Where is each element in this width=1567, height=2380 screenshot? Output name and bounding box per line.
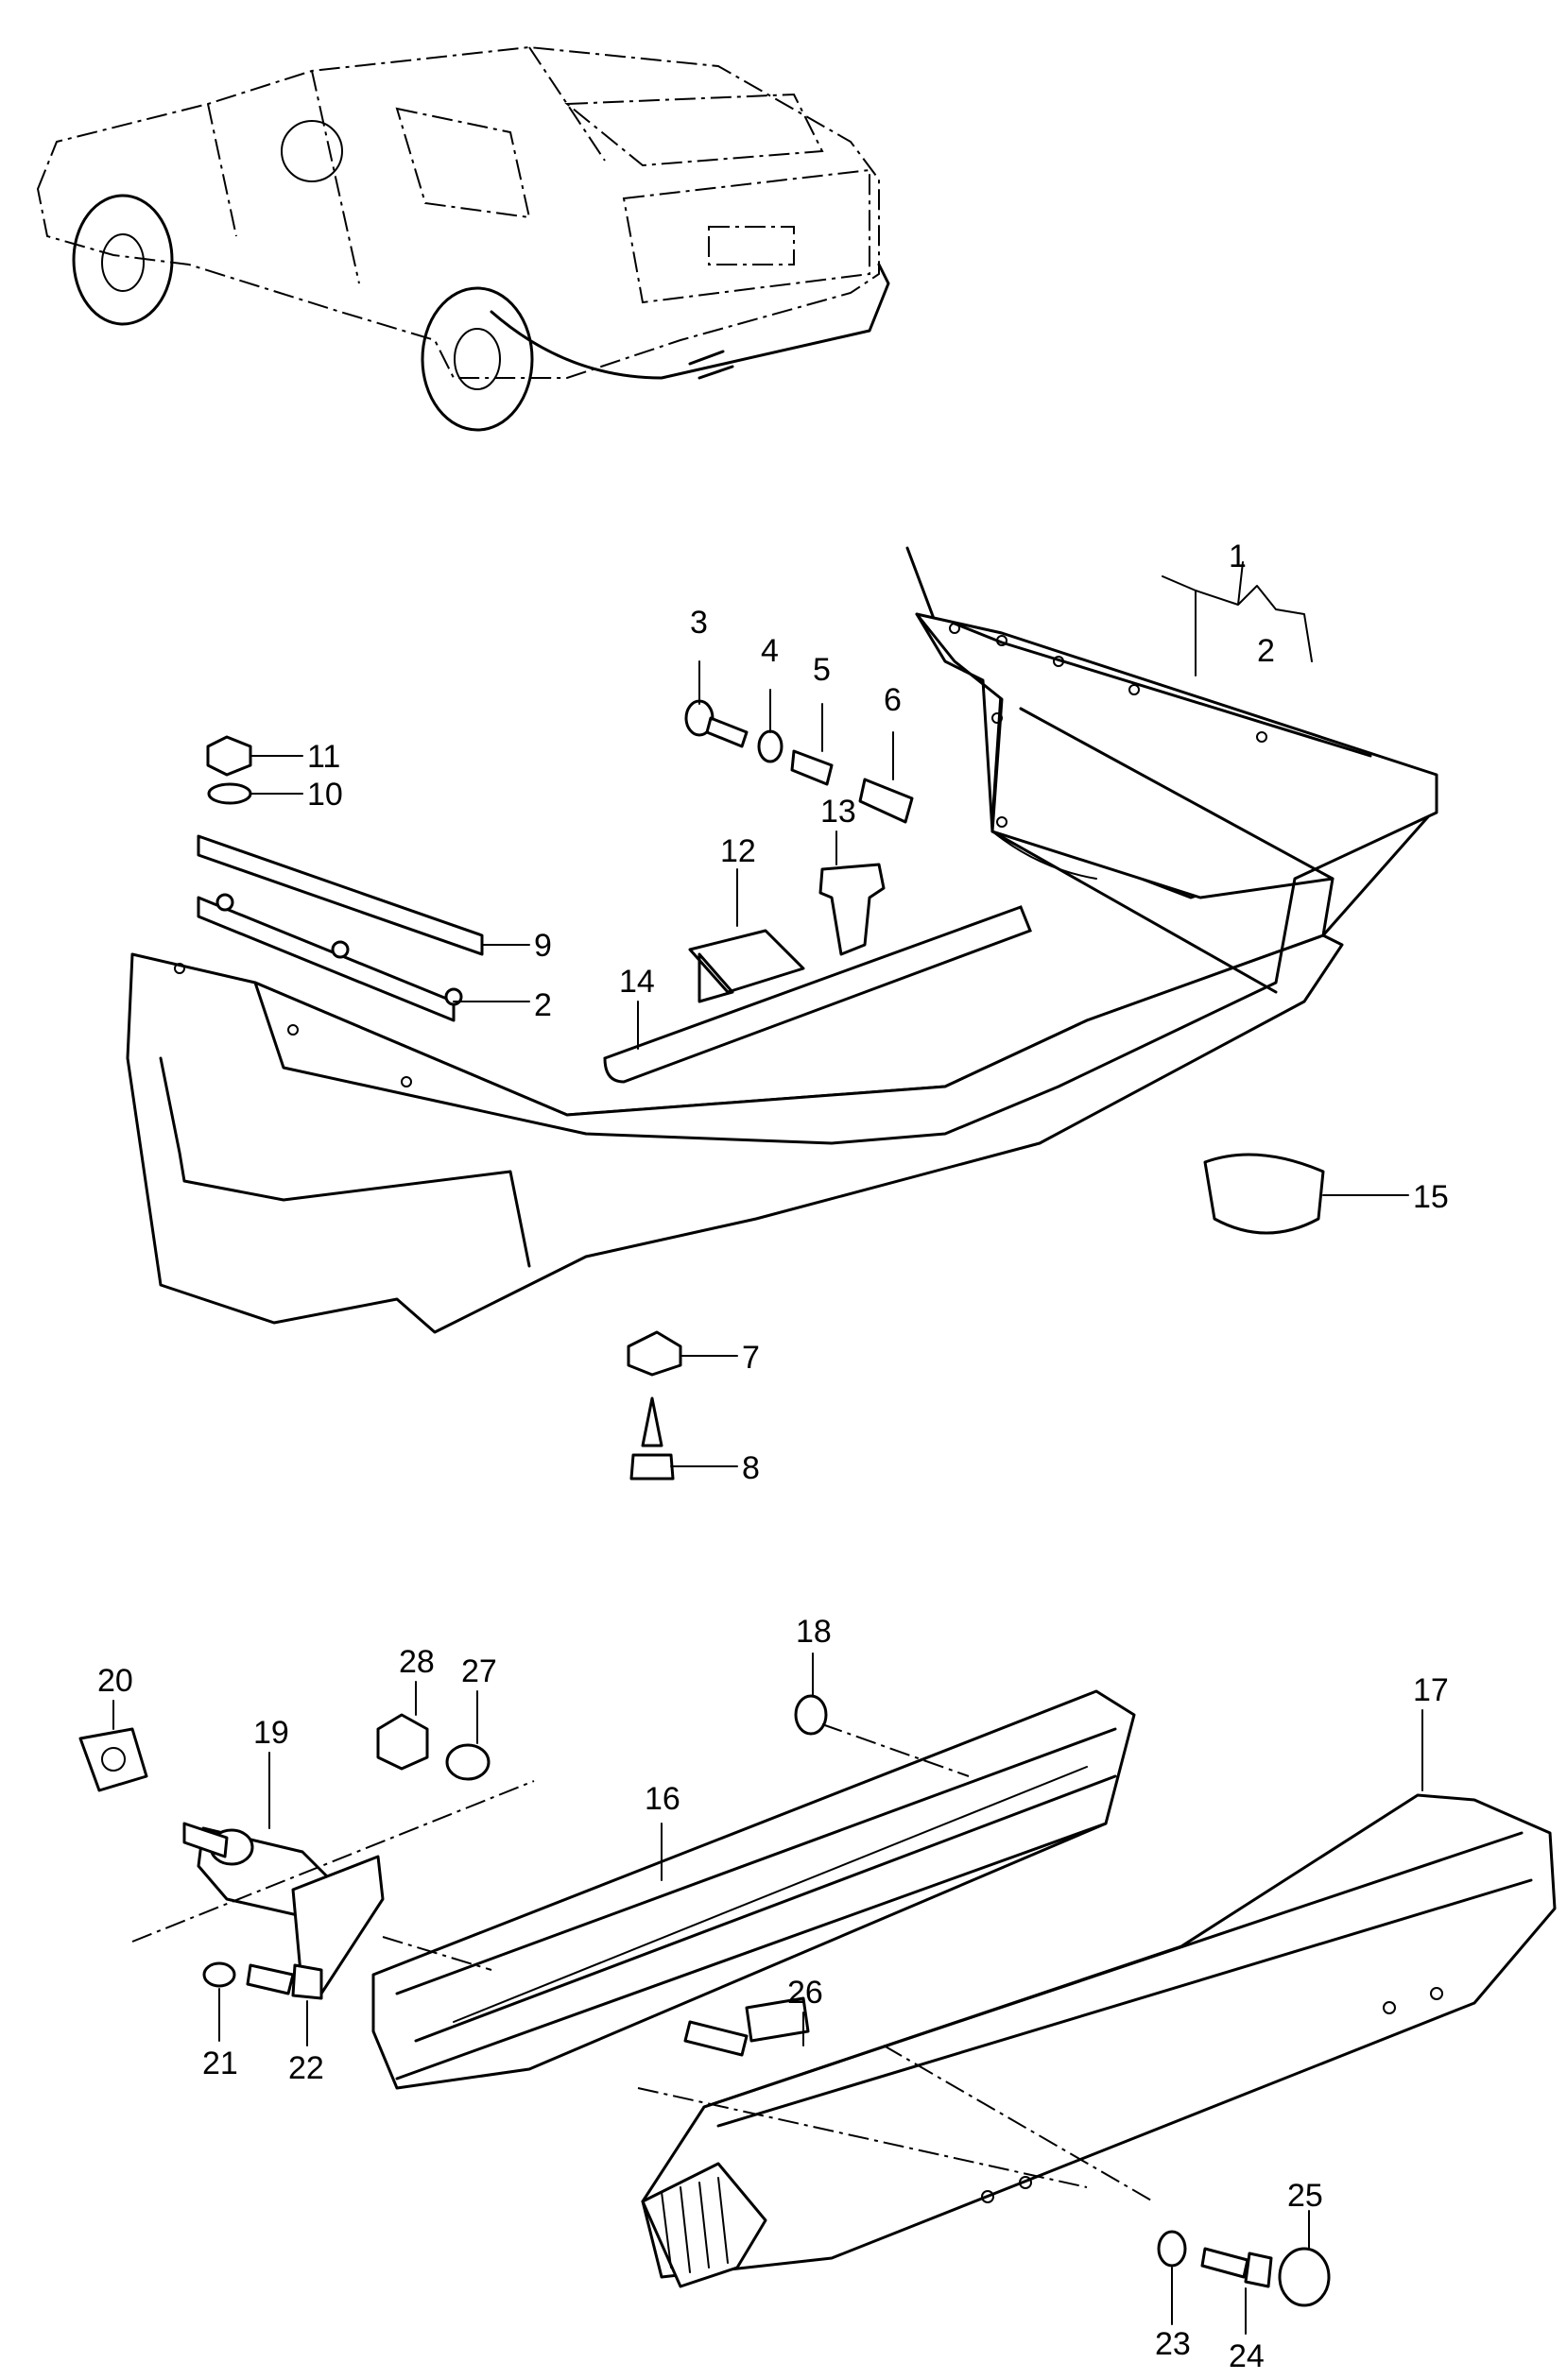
car-overview-icon (36, 45, 890, 432)
callout-1: 1 (1229, 539, 1247, 574)
callout-15: 15 (1413, 1179, 1449, 1215)
screw-8-icon (629, 1396, 675, 1481)
callout-3: 3 (690, 605, 708, 641)
callout-18: 18 (796, 1614, 832, 1650)
washer-23-icon (1157, 2230, 1187, 2268)
callout-8: 8 (742, 1450, 760, 1486)
clip-12-icon (688, 929, 805, 1003)
cap-25-icon (1278, 2247, 1331, 2307)
nut-11-icon (206, 735, 252, 777)
sleeve-6-icon (858, 778, 914, 824)
bolt-26-icon (683, 1996, 810, 2057)
callout-20: 20 (97, 1663, 133, 1699)
callout-9: 9 (534, 928, 552, 964)
washer-18-icon (794, 1694, 828, 1736)
callout-26: 26 (787, 1975, 823, 2011)
callout-12: 12 (720, 833, 756, 869)
callout-7: 7 (742, 1340, 760, 1376)
spacer-5-icon (790, 749, 834, 786)
callout-16: 16 (645, 1781, 680, 1817)
callout-25: 25 (1287, 2178, 1323, 2214)
washer-10-icon (207, 782, 252, 805)
clip-nut-7-icon (627, 1330, 682, 1377)
nut-28-icon (376, 1713, 429, 1771)
callout-11: 11 (307, 739, 340, 775)
callout-23: 23 (1155, 2326, 1191, 2362)
callout-10: 10 (307, 777, 343, 813)
washer-4-icon (757, 729, 784, 763)
bracket-19-icon (182, 1822, 385, 1995)
callout-5: 5 (813, 652, 831, 688)
washer-21-icon (202, 1961, 236, 1988)
strip-9-icon (197, 834, 484, 956)
rear-bumper-cover-icon (126, 546, 1438, 1334)
callout-14: 14 (619, 964, 655, 1000)
callout-28: 28 (399, 1644, 435, 1680)
callout-6: 6 (884, 682, 902, 718)
washer-27-icon (445, 1743, 491, 1781)
bumper-bar-icon (371, 1689, 1136, 2090)
callout-4: 4 (761, 633, 779, 669)
bolt-24-icon (1200, 2247, 1273, 2288)
callout-24: 24 (1229, 2338, 1265, 2374)
cap-15-icon (1203, 1153, 1325, 1235)
foam-strip-icon (603, 905, 1032, 1084)
clip-13-icon (818, 863, 886, 956)
strip-2-icon (197, 896, 456, 1022)
callout-13: 13 (820, 794, 856, 830)
callout-21: 21 (202, 2046, 238, 2081)
callout-19: 19 (253, 1715, 289, 1751)
callout-22: 22 (288, 2050, 324, 2086)
callout-2-top: 2 (1257, 633, 1275, 669)
flange-20-icon (78, 1727, 148, 1792)
callout-2: 2 (534, 987, 552, 1023)
callout-27: 27 (461, 1653, 497, 1689)
bolt-22-icon (246, 1963, 323, 2000)
callout-17: 17 (1413, 1672, 1449, 1708)
bumper-trim-icon (641, 1793, 1557, 2288)
bolt-3-icon (684, 699, 749, 748)
